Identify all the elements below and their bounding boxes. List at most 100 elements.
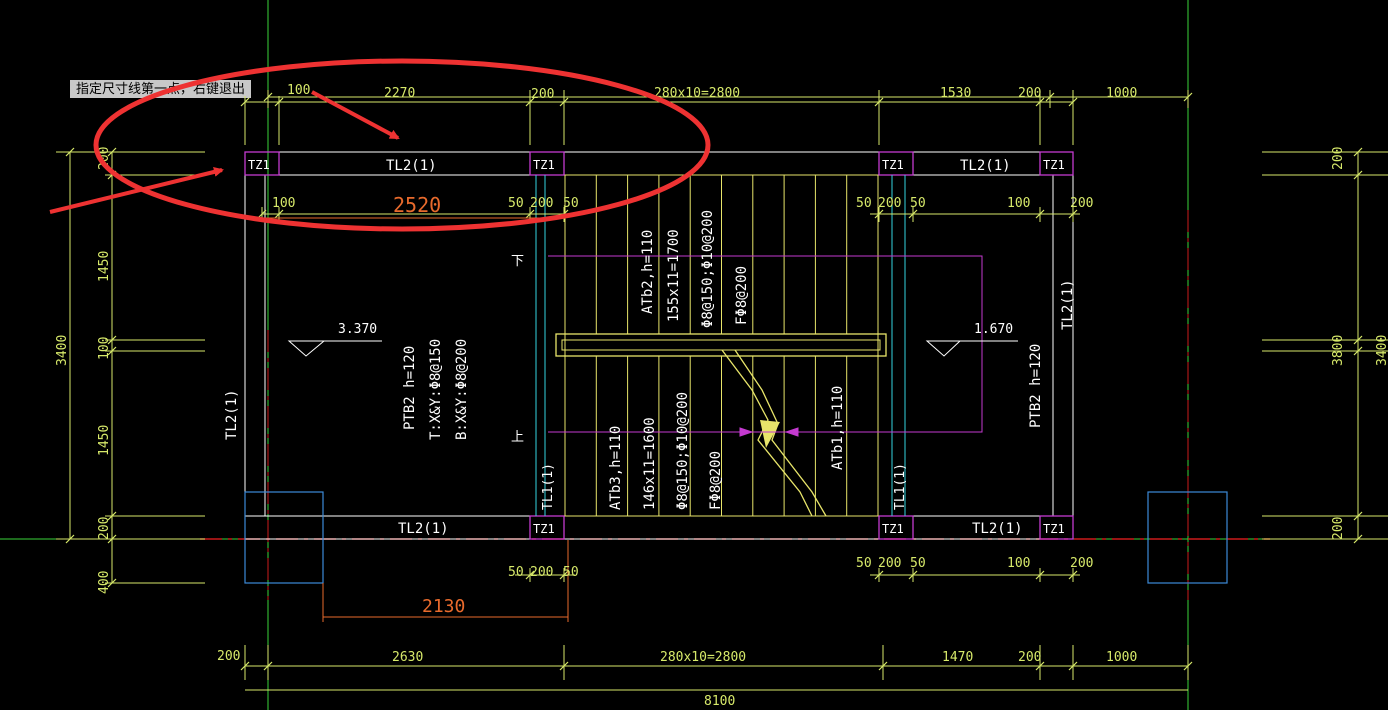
dim-in-100b: 100 [1007, 196, 1030, 211]
dim-bot-1000: 1000 [1106, 650, 1137, 665]
dimension-tick [1183, 661, 1193, 671]
atb3-line3: Φ8@150;Φ10@200 [675, 392, 691, 510]
member-labels: TZ1 TZ1 TZ1 TZ1 TZ1 TZ1 TZ1 TL2(1) TL2(1… [224, 158, 1076, 537]
dim-left-400: 400 [97, 571, 112, 594]
label-tl1-vertical: TL1(1) [541, 463, 556, 510]
dim-left-total: 3400 [55, 335, 70, 366]
atb2-line3: Φ8@150;Φ10@200 [700, 210, 716, 328]
measured-dimensions [262, 217, 569, 622]
dim-bot-2800: 280x10=2800 [660, 650, 746, 665]
label-tz1: TZ1 [882, 522, 904, 536]
walk-down-label: 下 [511, 254, 524, 269]
atb2-line1: ATb2,h=110 [640, 230, 656, 314]
dim-red-2130: 2130 [422, 596, 465, 617]
dim-in-50c: 50 [856, 196, 872, 211]
elevation-right: 1.670 [974, 322, 1013, 337]
ptb-left-line1: PTB2 h=120 [402, 346, 418, 430]
dimension-tick [908, 209, 918, 219]
dim-right-200a: 200 [1331, 147, 1346, 170]
label-tl2-vertical: TL2(1) [224, 389, 240, 440]
dimension-tick [1353, 170, 1363, 180]
label-tl2: TL2(1) [960, 158, 1011, 174]
highlight-ellipse [93, 58, 711, 232]
dim-top-1530: 1530 [940, 86, 971, 101]
dimension-tick [1068, 570, 1078, 580]
dim-right-3400-cut: 3400 [1375, 335, 1388, 366]
dim-in-100a: 100 [272, 196, 295, 211]
dim-low-200a: 200 [530, 565, 553, 580]
dim-bot-200b: 200 [1018, 650, 1041, 665]
dim-top-2270: 2270 [384, 86, 415, 101]
dimension-tick [559, 661, 569, 671]
dimension-tick [1353, 335, 1363, 345]
dimension-tick [107, 346, 117, 356]
atb3-line2: 146x11=1600 [642, 417, 658, 510]
command-prompt-tip: 指定尺寸线第一点，右键退出 [70, 80, 252, 98]
dimension-tick [559, 97, 569, 107]
dim-low-50a: 50 [508, 565, 524, 580]
dimension-tick [107, 534, 117, 544]
dimension-tick [1045, 92, 1055, 102]
elevation-marks [287, 340, 1018, 357]
label-tz1: TZ1 [533, 522, 555, 536]
dimension-tick [1183, 92, 1193, 102]
dim-bot-200: 200 [217, 649, 240, 664]
label-tz1: TZ1 [533, 158, 555, 172]
dimension-tick [1035, 209, 1045, 219]
label-tl2: TL2(1) [386, 158, 437, 174]
blue-pillars [244, 491, 1228, 584]
ptb-left-line3: B:X&Y:Φ8@200 [454, 339, 470, 440]
dimension-tick [65, 534, 75, 544]
dimension-tick [1353, 511, 1363, 521]
label-tl2-vertical: TL2(1) [1060, 279, 1076, 330]
dim-bot-total: 8100 [704, 694, 735, 709]
dim-top-100: 100 [287, 83, 310, 98]
dim-top-200a: 200 [531, 87, 554, 102]
dimension-tick [107, 511, 117, 521]
dim-right-3800: 3800 [1331, 335, 1346, 366]
dim-low-50c: 50 [856, 556, 872, 571]
dimension-tick [1035, 97, 1045, 107]
dim-top-2800: 280x10=2800 [654, 86, 740, 101]
dimension-tick [257, 209, 267, 219]
atb2-line4: FΦ8@200 [734, 266, 750, 325]
label-tl2: TL2(1) [972, 521, 1023, 537]
dim-left-200a: 200 [97, 147, 112, 170]
dim-in-200c: 200 [1070, 196, 1093, 211]
dim-low-50d: 50 [910, 556, 926, 571]
dimension-tick [1035, 570, 1045, 580]
walk-lines [548, 255, 983, 437]
dim-in-200b: 200 [878, 196, 901, 211]
dim-in-50a: 50 [508, 196, 524, 211]
dimension-tick [274, 97, 284, 107]
dim-right-200b: 200 [1331, 517, 1346, 540]
dim-left-100: 100 [97, 337, 112, 360]
annotation-arrow [311, 90, 400, 140]
ptb-left-line2: T:X&Y:Φ8@150 [428, 339, 444, 440]
label-tz1: TZ1 [882, 158, 904, 172]
dimension-tick [1353, 147, 1363, 157]
walk-up-label: 上 [511, 430, 524, 445]
dim-low-50b: 50 [563, 565, 579, 580]
red-annotations [49, 58, 711, 232]
dimension-tick [107, 578, 117, 588]
cyan-beams [535, 175, 906, 516]
label-tz1: TZ1 [248, 158, 270, 172]
dimension-tick [1068, 661, 1078, 671]
dim-in-50b: 50 [563, 196, 579, 211]
dimension-tick [559, 570, 569, 580]
dim-low-100: 100 [1007, 556, 1030, 571]
dim-left-1450a: 1450 [97, 251, 112, 282]
dimension-tick [240, 661, 250, 671]
dimension-tick [1035, 661, 1045, 671]
measured-dim-texts: 2520 2130 [393, 193, 465, 617]
dimension-tick [525, 570, 535, 580]
dim-bot-2630: 2630 [392, 650, 423, 665]
dimension-tick [874, 209, 884, 219]
dimension-tick [263, 92, 273, 102]
dim-in-50d: 50 [910, 196, 926, 211]
atb2-line2: 155x11=1700 [666, 229, 682, 322]
dimension-tick [240, 97, 250, 107]
